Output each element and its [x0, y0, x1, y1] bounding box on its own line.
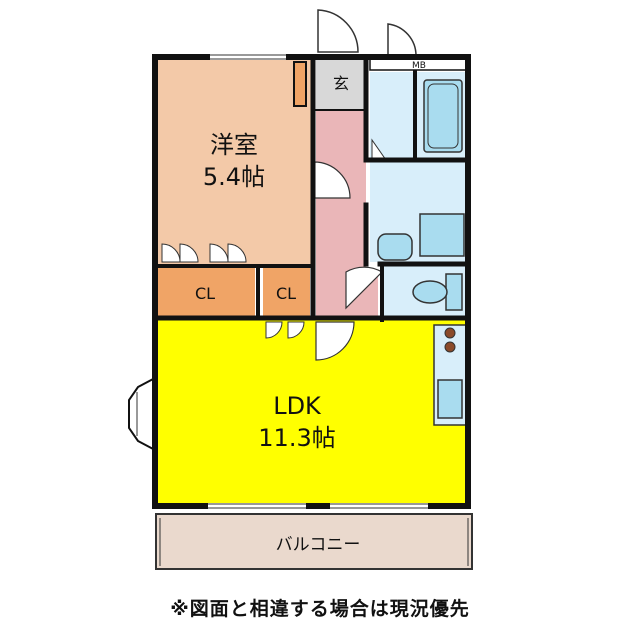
bay-window: [128, 376, 156, 452]
closet-door-icon: [265, 321, 305, 339]
walls: [152, 54, 471, 509]
closet-2-label: CL: [276, 284, 296, 303]
balcony: バルコニー: [155, 513, 473, 570]
western-room: [155, 57, 312, 265]
small-closet-strip: [293, 61, 307, 107]
stove-burner-icon: [444, 341, 456, 353]
meter-box-label: MB: [412, 61, 426, 71]
washing-machine: [377, 233, 413, 261]
western-room-name: 洋室: [210, 131, 258, 159]
closet-1-label: CL: [195, 284, 215, 303]
toilet: [412, 273, 463, 311]
closet-door-icon: [161, 243, 247, 263]
entrance-label: 玄: [333, 74, 349, 93]
entrance-door-icon: [317, 9, 359, 53]
window: [208, 503, 428, 509]
door-icon: [387, 23, 417, 57]
stove-burner-icon: [444, 327, 456, 339]
ldk-size: 11.3帖: [258, 424, 335, 452]
balcony-label: バルコニー: [276, 535, 361, 555]
window: [210, 54, 286, 60]
western-room-size: 5.4帖: [203, 163, 265, 191]
bathtub: [423, 79, 463, 153]
footer-note: ※図面と相違する場合は現況優先: [170, 598, 470, 620]
kitchen-sink: [437, 379, 463, 419]
door-icon: [313, 161, 351, 199]
ldk-room: [155, 320, 468, 506]
closet-1: [155, 268, 255, 316]
bathtub-inner: [427, 83, 459, 149]
closet-2: [263, 268, 310, 316]
ldk-name: LDK: [273, 392, 322, 420]
washbasin: [419, 213, 465, 257]
door-icon: [315, 321, 355, 361]
entrance: [316, 57, 366, 109]
